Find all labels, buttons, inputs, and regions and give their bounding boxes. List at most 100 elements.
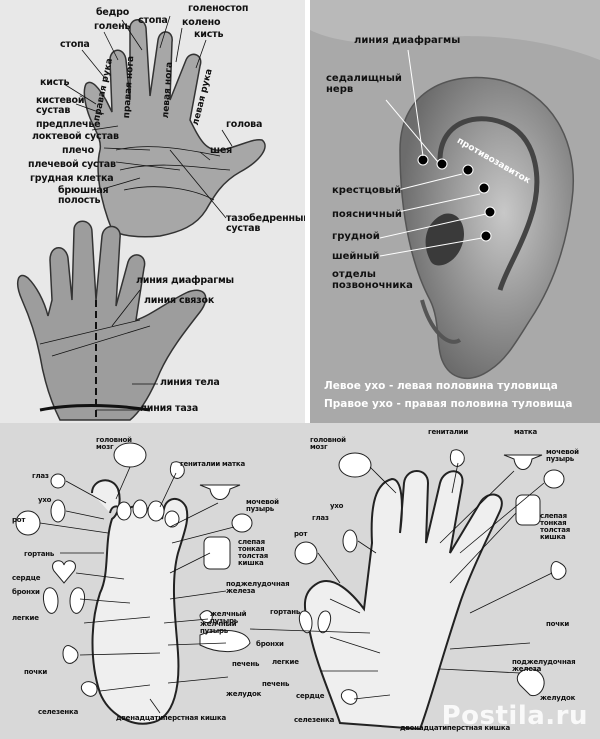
heart-icon-foot	[52, 560, 76, 584]
label-palm-kidneys: почки	[546, 620, 570, 628]
label-neck: шея	[210, 145, 233, 156]
liver-icon-foot	[199, 629, 251, 652]
label-shin: голень	[94, 21, 131, 32]
ear-icon-palm	[342, 529, 358, 553]
label-foot-pancreas: поджелудочная железа	[226, 580, 290, 595]
ear-icon-foot	[50, 499, 66, 523]
intestine-icon-foot	[203, 536, 231, 570]
label-foot-brain: головной мозг	[96, 436, 132, 451]
label-palm-larynx: гортань	[270, 608, 301, 616]
label-foot-duodenum: двенадцатиперстная кишка	[116, 714, 226, 722]
watermark-logo: Postila.ru	[442, 701, 588, 731]
label-sacral: крестцовый	[332, 185, 402, 196]
watermark-suffix: .ru	[545, 701, 588, 731]
genitals-icon-palm	[450, 449, 465, 467]
label-foot-liver: печень	[232, 660, 260, 668]
caption-right-ear: Правое ухо - правая половина туловища	[324, 398, 573, 410]
label-pelvis-line: линия таза	[140, 403, 199, 414]
label-palm-spleen: селезенка	[294, 716, 335, 724]
eye-icon-foot	[50, 473, 66, 489]
label-foot-eye: глаз	[32, 472, 49, 480]
label-palm-genitals: гениталии	[428, 428, 469, 436]
label-cervical: шейный	[332, 251, 380, 262]
label-hand-right: кисть	[194, 29, 224, 40]
foot-palm-panel: головной мозг глаз гениталии матка ухо р…	[0, 423, 600, 739]
label-foot-left: стопа	[60, 39, 90, 50]
label-foot-top: стопа	[138, 15, 168, 26]
label-forearm: предплечье	[36, 119, 101, 130]
palm-outline	[304, 470, 503, 731]
label-palm-pancreas: поджелудочная железа	[512, 658, 576, 673]
label-shoulder: плечо	[62, 145, 95, 156]
label-chest: грудная клетка	[30, 173, 114, 184]
ear-drawing	[310, 0, 600, 423]
label-palm-mouth: рот	[294, 530, 308, 538]
label-head: голова	[226, 119, 263, 130]
foot-palm-drawing	[15, 442, 567, 731]
ear-map-panel: линия диафрагмы седалищный нерв противоз…	[310, 0, 600, 423]
upper-hand-outline	[83, 19, 266, 238]
kidney-icon-foot	[62, 645, 79, 664]
genitals-icon-foot	[170, 461, 185, 479]
label-foot-spleen: селезенка	[38, 708, 79, 716]
label-palm-uterus: матка	[514, 428, 537, 436]
label-foot-kidneys: почки	[24, 668, 48, 676]
label-palm-liver: печень	[262, 680, 290, 688]
label-foot-ear: ухо	[38, 496, 52, 504]
label-hand-left: кисть	[40, 77, 70, 88]
label-wrist-joint: кистевой сустав	[36, 95, 85, 116]
label-palm-ear: ухо	[330, 502, 344, 510]
label-elbow-joint: локтевой сустав	[32, 131, 119, 142]
label-foot-stomach: желудок	[226, 690, 262, 698]
label-palm-intestine: слепая тонкая толстая кишка	[540, 512, 571, 541]
label-hip-joint: тазобедренный сустав	[226, 213, 305, 234]
label-body-line: линия тела	[160, 377, 220, 388]
label-foot-bronchi: бронхи	[12, 588, 40, 596]
lower-hand-outline	[16, 220, 207, 421]
label-palm-bladder: мочевой пузырь	[546, 448, 579, 463]
watermark-brand: Postila	[441, 701, 546, 731]
label-palm-eye: глаз	[312, 514, 329, 522]
label-thigh: бедро	[96, 7, 130, 18]
label-palm-lungs: легкие	[272, 658, 299, 666]
label-ankle: голеностоп	[188, 3, 249, 14]
label-ear-diaphragm: линия диафрагмы	[354, 35, 461, 46]
label-ligament-line: линия связок	[144, 295, 215, 306]
label-diaphragm-line: линия диафрагмы	[136, 275, 234, 286]
uterus-icon-foot	[199, 484, 241, 500]
hand-drawings	[16, 15, 266, 421]
label-palm-duodenum: двенадцатиперстная кишка	[400, 724, 510, 732]
label-palm-bronchi: бронхи	[256, 640, 284, 648]
brain-icon-palm	[338, 452, 372, 478]
label-foot-mouth: рот	[12, 516, 26, 524]
label-foot-genitals: гениталии	[180, 460, 221, 468]
label-palm-heart: сердце	[296, 692, 325, 700]
label-palm-brain: головной мозг	[310, 436, 346, 451]
label-thoracic: грудной	[332, 231, 380, 242]
label-foot-intestine: слепая тонкая толстая кишка	[238, 538, 269, 567]
label-shoulder-joint: плечевой сустав	[28, 159, 116, 170]
label-sciatic-nerve: седалищный нерв	[326, 73, 402, 95]
bladder-icon-foot	[231, 513, 253, 533]
hand-map-panel: правая рука правая нога левая нога левая…	[0, 0, 305, 423]
stomach-icon-palm	[517, 668, 545, 697]
label-foot-bladder: мочевой пузырь	[246, 498, 279, 513]
spleen-icon-palm	[340, 689, 358, 705]
label-foot-larynx: гортань	[24, 550, 55, 558]
label-palm-gallbladder: желчный пузырь	[200, 620, 237, 635]
kidney-icon-palm	[550, 561, 567, 580]
caption-left-ear: Левое ухо - левая половина туловища	[324, 380, 558, 392]
intestine-icon-palm	[515, 494, 541, 526]
label-spine-sections: отделы позвоночника	[332, 269, 413, 291]
label-palm-stomach: желудок	[540, 694, 576, 702]
label-lumbar: поясничный	[332, 209, 402, 220]
bladder-icon-palm	[543, 469, 565, 489]
label-abdomen: брюшная полость	[58, 185, 109, 206]
label-foot-uterus: матка	[222, 460, 245, 468]
label-foot-heart: сердце	[12, 574, 41, 582]
lungs-icon-foot	[42, 587, 86, 614]
label-foot-gallbladder: желчный пузырь	[210, 610, 247, 625]
label-knee: колено	[182, 17, 221, 28]
spleen-icon-foot	[80, 681, 98, 697]
mouth-icon-palm	[294, 541, 318, 565]
